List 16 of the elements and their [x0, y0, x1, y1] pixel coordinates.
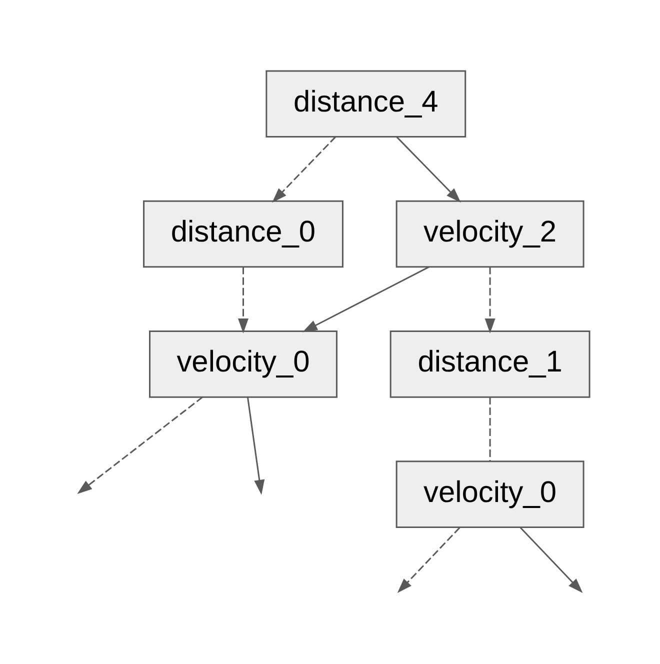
node-box: velocity_0 — [149, 330, 338, 398]
arrow — [302, 266, 430, 332]
arrow — [246, 396, 265, 495]
arrow — [484, 266, 496, 334]
arrow — [520, 527, 583, 594]
arrow — [396, 136, 461, 203]
node-box: distance_4 — [266, 70, 466, 138]
arrow — [272, 136, 336, 203]
node-box: distance_0 — [143, 200, 344, 268]
arrow — [238, 266, 248, 334]
connector — [489, 397, 491, 462]
node-box: velocity_2 — [396, 200, 584, 268]
node-box: distance_1 — [390, 330, 590, 398]
arrow — [77, 396, 204, 494]
node-box: velocity_0 — [396, 460, 584, 528]
arrow — [397, 527, 460, 594]
